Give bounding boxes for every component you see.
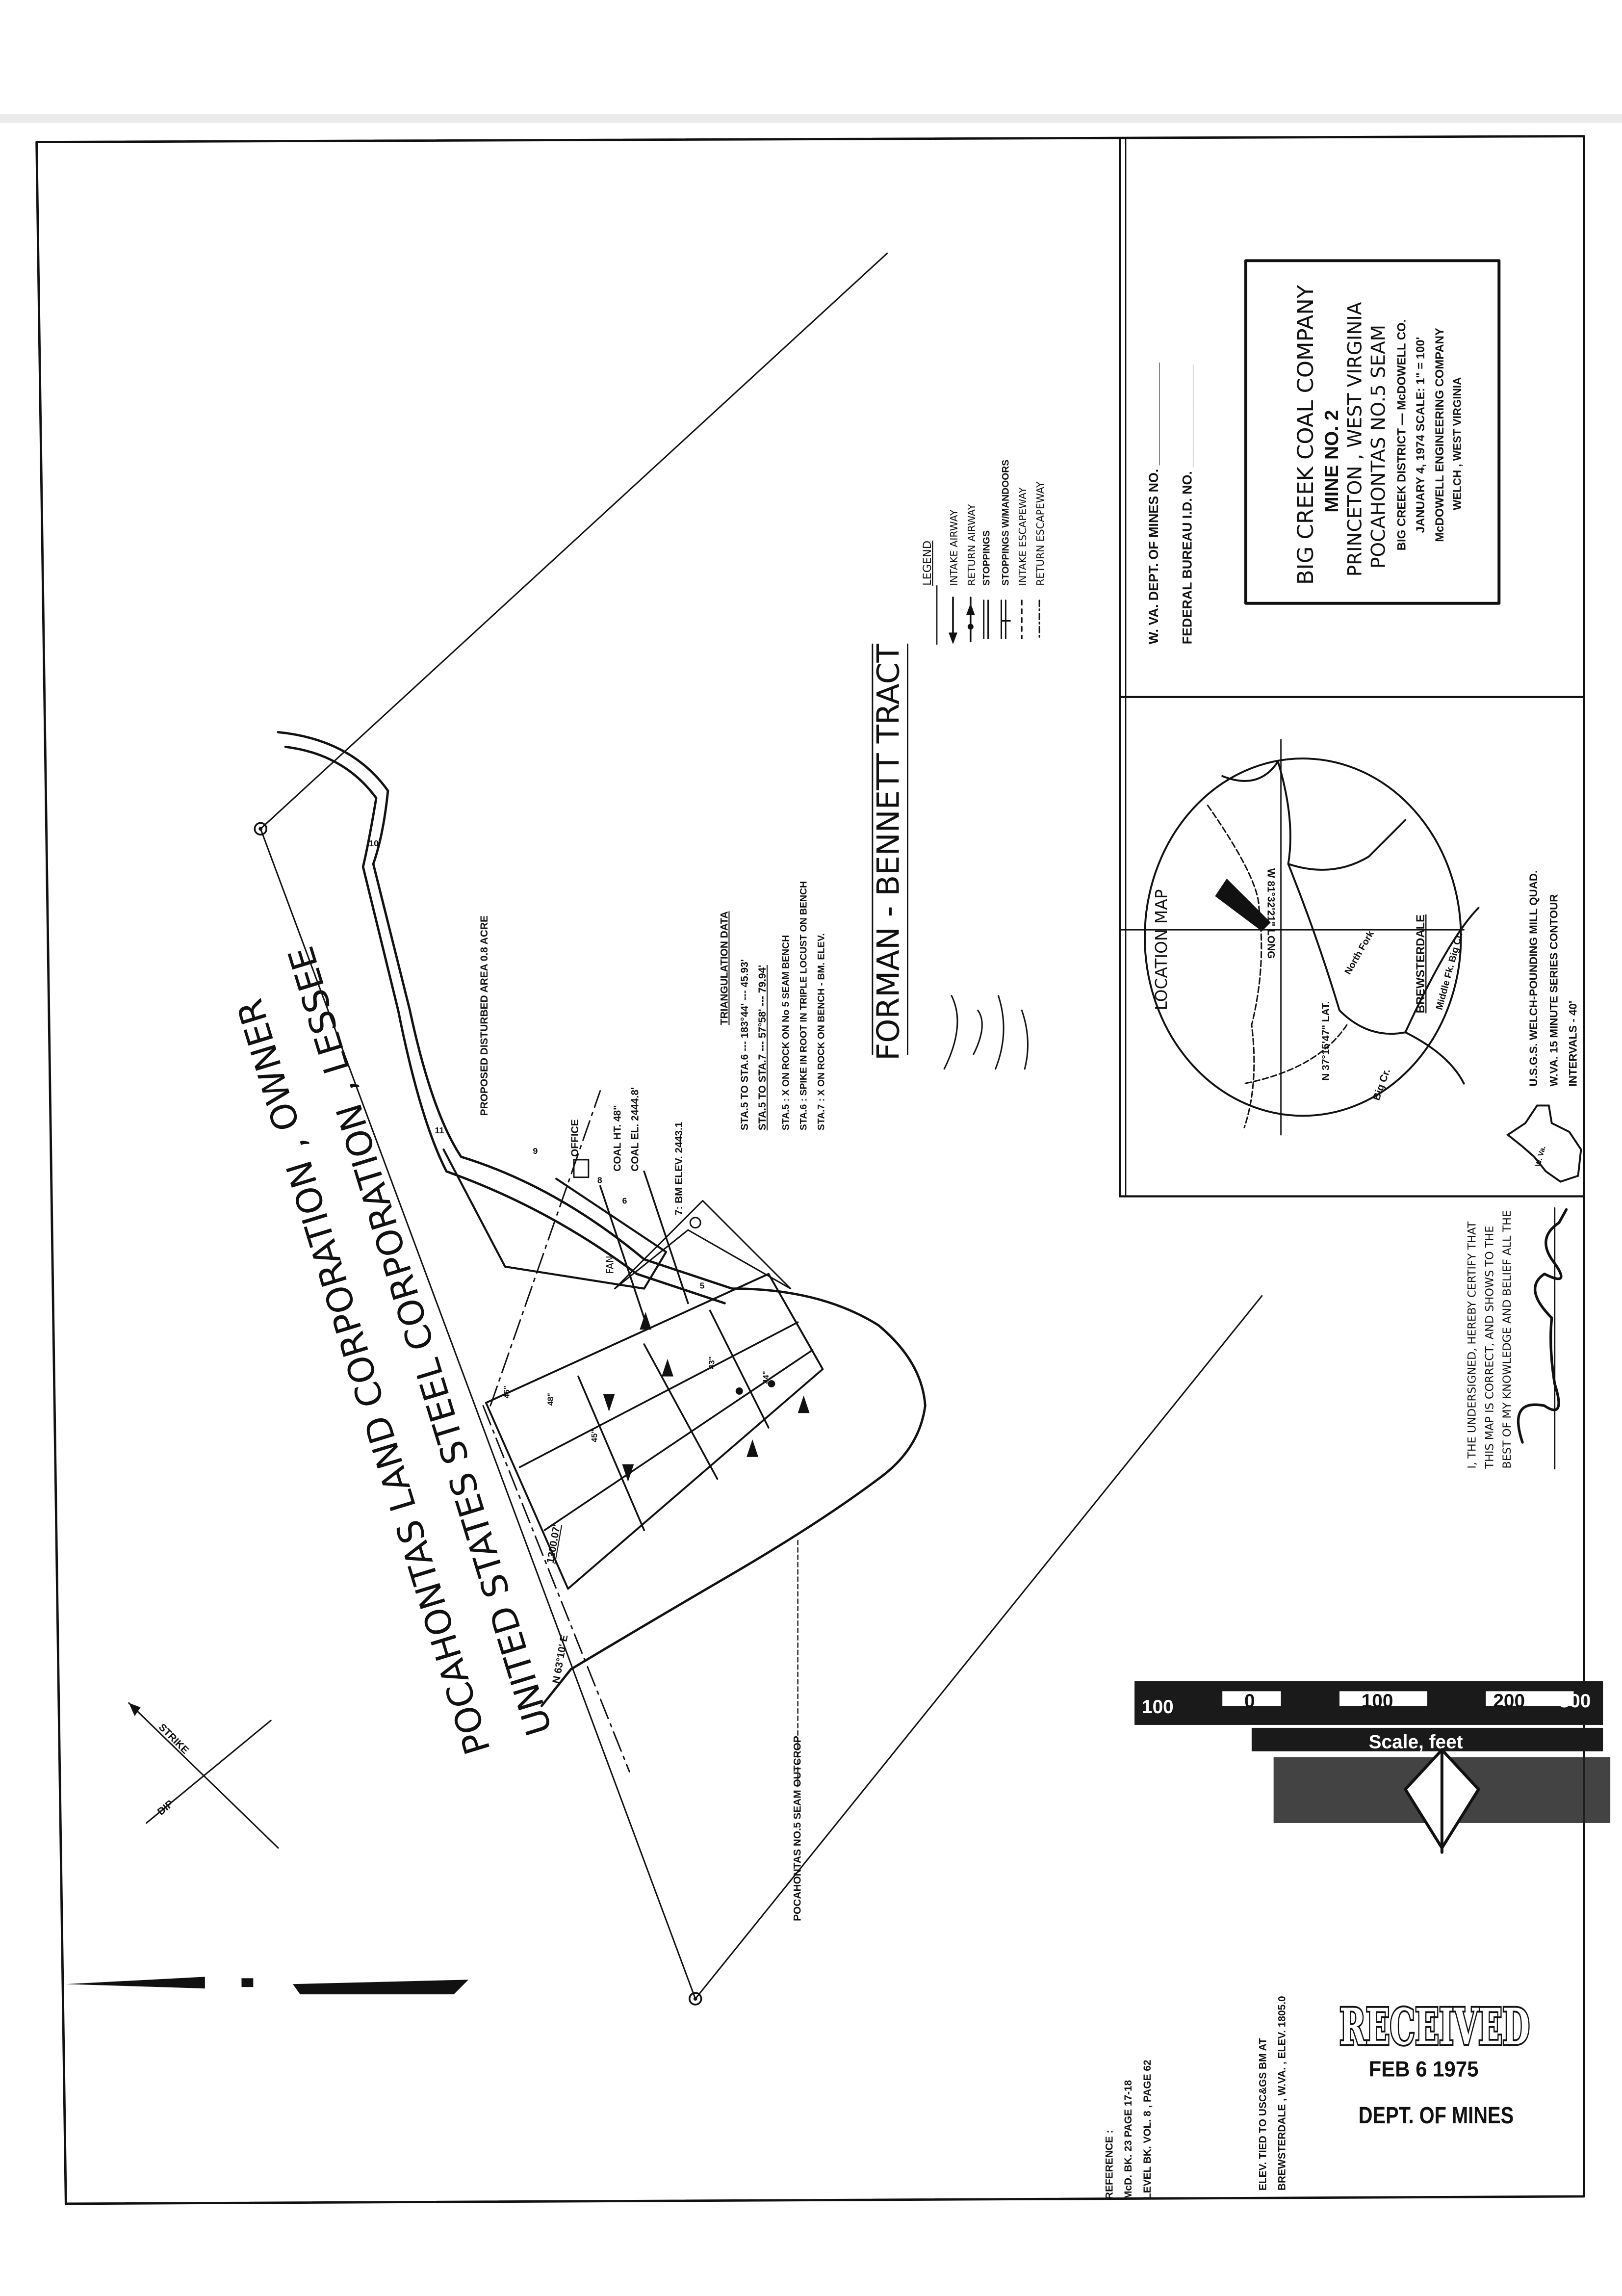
legend-item-return-escapeway: RETURN ESCAPEWAY [1034,481,1046,639]
triangulation-line: STA.6 : SPIKE IN ROOT IN TRIPLE LOCUST O… [798,881,809,1130]
compass-rose-icon [1273,1748,1611,1854]
triangulation-data: TRIANGULATION DATA STA.5 TO STA.6 --- 18… [719,881,826,1130]
latitude-label: N 37°15'47" LAT. [1320,1001,1332,1081]
site-pointer-arrow [1215,878,1271,932]
disturbed-area-label: PROPOSED DISTURBED AREA 0.8 ACRE [479,915,490,1116]
legend-label: INTAKE AIRWAY [948,509,960,586]
brewsterdale-label: BREWSTERDALE [1414,914,1427,1013]
stamp-date: FEB 6 1975 [1369,2057,1479,2081]
coal-height-mark: 45" [591,1430,599,1442]
scale-bar: 100 0 100 200 300 Scale, feet [1134,1681,1603,1753]
scan-noise [0,114,1622,123]
tract-name: FORMAN - BENNETT TRACT [871,644,906,1061]
legend-item-return-airway: RETURN AIRWAY [966,504,978,643]
coal-elevation-label: COAL EL. 2444.8' [629,1087,641,1172]
legend-item-intake-escapeway: INTAKE ESCAPEWAY [1017,487,1029,639]
west-virginia-outline-icon [1506,1104,1582,1183]
seam-name: POCAHONTAS NO.5 SEAM [1367,325,1390,569]
wv-dept-mines-number: W. VA. DEPT. OF MINES NO. ______________ [1146,362,1161,644]
station-labels: 5 6 8 9 10 11 48" 45" 43" 44" 46" [369,838,771,1442]
usgs-source-line-3: INTERVALS - 40' [1567,1001,1579,1087]
legend-label: RETURN ESCAPEWAY [1034,481,1046,586]
reference-title: REFERENCE : [1104,2130,1115,2199]
triangulation-line: STA.5 : X ON ROCK ON No 5 SEAM BENCH [781,935,792,1130]
certification: I, THE UNDERSIGNED, HEREBY CERTIFY THAT … [1466,1207,1568,1470]
scale-label: Scale, feet [1369,1732,1463,1753]
legend-label: STOPPINGS W/MANDOORS [1000,460,1011,586]
location-map-title: LOCATION MAP [1152,889,1171,1011]
reference-line: LEVEL BK. VOL. 8 , PAGE 62 [1142,2060,1153,2199]
triangulation-line: STA.7 : X ON ROCK ON BENCH - BM. ELEV. [816,933,826,1130]
office-label: OFFICE [569,1119,581,1157]
mine-workings [485,1170,824,1590]
certification-line-1: I, THE UNDERSIGNED, HEREBY CERTIFY THAT [1466,1221,1479,1468]
sheet-border [35,135,1585,2205]
coal-height-mark: 48" [546,1393,555,1406]
engineering-company: McDOWELL ENGINEERING COMPANY [1433,328,1446,542]
coal-height-mark: 46" [503,1385,512,1398]
date-scale: JANUARY 4, 1974 SCALE: 1" = 100' [1414,337,1427,533]
scale-tick: 100 [1362,1691,1393,1712]
station-label: 10 [369,838,379,848]
federal-bureau-id: FEDERAL BUREAU I.D. NO. ______________ [1180,364,1195,644]
elevation-note-line: BREWSTERDALE , W.VA. , ELEV. 1805.0 [1277,1996,1288,2191]
disturbed-area-boundary [442,1148,668,1290]
coal-height-mark: 43" [708,1357,717,1369]
property-boundary [254,252,1263,2006]
scale-tick: 200 [1493,1691,1525,1712]
triangulation-line: STA.5 TO STA.7 --- 57°58' --- 79.94' [757,965,768,1130]
mine-location: PRINCETON , WEST VIRGINIA [1344,302,1366,576]
engineering-city: WELCH , WEST VIRGINIA [1451,377,1464,510]
legend-item-stoppings: STOPPINGS [981,530,992,639]
title-block: BIG CREEK COAL COMPANY MINE NO. 2 PRINCE… [1244,259,1501,605]
station-label: 9 [533,1146,538,1156]
fan-label: FAN [605,1256,616,1274]
scale-tick: 100 [1142,1696,1174,1718]
usgs-source-line-2: W.VA. 15 MINUTE SERIES CONTOUR [1548,894,1560,1087]
station-label: 6 [622,1196,627,1205]
coal-height-mark: 44" [762,1371,771,1383]
certification-line-3: BEST OF MY KNOWLEDGE AND BELIEF ALL THE [1501,1210,1514,1469]
station-label: 11 [435,1125,444,1135]
coal-outcrop-line [540,1404,927,1707]
corner-monument-icon [688,1992,702,2006]
stamp-received: RECEIVED [1339,1998,1530,2056]
station-label: 5 [700,1281,705,1291]
intake-airway-arrow-icon [949,632,957,645]
legend-label: RETURN AIRWAY [966,504,978,586]
certification-line-2: THIS MAP IS CORRECT, AND SHOWS TO THE [1483,1226,1496,1469]
district: BIG CREEK DISTRICT — McDOWELL CO. [1395,319,1408,550]
longitude-label: W 81°32'21" LONG [1265,868,1277,959]
benchmark-icon [689,1217,701,1229]
north-arrow-icon [66,1977,469,1995]
legend-item-stoppings-mandoors: STOPPINGS W/MANDOORS [1000,460,1011,639]
legend: LEGEND INTAKE AIRWAY RETURN AIRWAY STOPP… [921,460,1046,645]
reference-line: McD. BK. 23 PAGE 17-18 [1123,2080,1134,2199]
triangulation-line: STA.5 TO STA.6 --- 183°44' --- 45.93' [739,959,750,1130]
engineer-signature [1517,1208,1568,1444]
corner-monument-icon [254,822,267,836]
handwritten-notes [943,995,1029,1070]
stamp-dept: DEPT. OF MINES [1359,2103,1514,2129]
benchmark-elevation-label: 7: BM ELEV. 2443.1 [673,1122,685,1215]
station-label: 8 [597,1175,602,1185]
mine-name: MINE NO. 2 [1321,410,1342,513]
scale-tick: 300 [1559,1691,1591,1712]
haul-road [277,731,927,1407]
coal-height-label: COAL HT. 48" [612,1105,623,1172]
received-stamp: RECEIVED FEB 6 1975 DEPT. OF MINES [1338,1996,1531,2129]
outcrop-label: POCAHONTAS NO.5 SEAM OUTCROP [792,1736,803,1921]
elevation-note-line: ELEV. TIED TO USC&GS BM AT [1258,2038,1269,2191]
legend-label: INTAKE ESCAPEWAY [1017,487,1029,585]
scale-tick: 0 [1244,1691,1255,1712]
office-building-icon [573,1159,590,1178]
legend-label: STOPPINGS [981,530,992,586]
usgs-source-line-1: U.S.G.S. WELCH-POUNDING MILL QUAD. [1527,870,1540,1087]
triangulation-title: TRIANGULATION DATA [719,911,730,1025]
legend-item-intake-airway: INTAKE AIRWAY [948,509,960,645]
return-airway-arrow-icon [966,603,975,615]
legend-title: LEGEND [921,541,934,586]
company-name: BIG CREEK COAL COMPANY [1292,285,1318,585]
